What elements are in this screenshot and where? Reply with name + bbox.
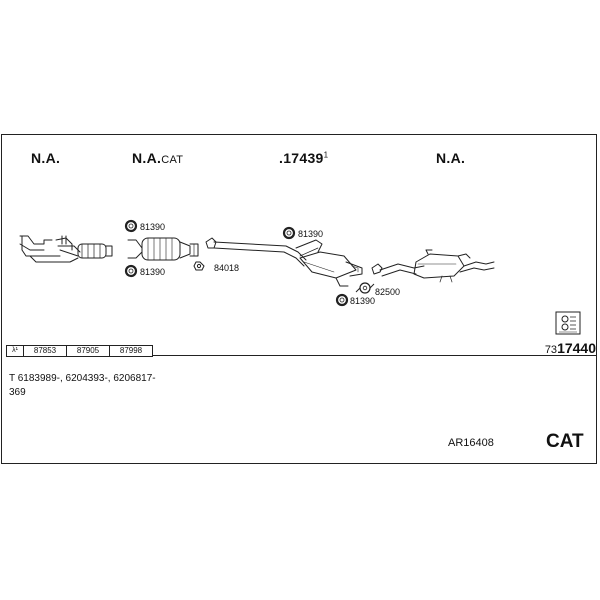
diagram-frame: [1, 134, 597, 464]
part-number-label: 81390: [140, 222, 166, 232]
rear-muffler-part: [371, 249, 495, 283]
kit-code-prefix: 73: [544, 344, 558, 356]
reference-divider: [153, 355, 596, 356]
gasket-part: [193, 261, 205, 271]
label-section-4: N.A.: [436, 150, 465, 166]
part-number-label: 81390: [298, 229, 324, 239]
part-number-label: 82500: [375, 287, 401, 297]
label-section-2: N.A.CAT: [132, 150, 183, 166]
oem-references-line-2: 369: [9, 387, 26, 398]
oem-references-line-1: T 6183989-, 6204393-, 6206817-: [9, 373, 156, 384]
label-section-1: N.A.: [31, 150, 60, 166]
label-section-2-suffix: CAT: [161, 154, 184, 166]
article-number: AR16408: [448, 437, 494, 449]
manual-icon: [555, 311, 581, 335]
part-number-label: 81390: [140, 267, 166, 277]
label-section-2-text: N.A.: [132, 150, 162, 166]
kit-code-main: 17440: [557, 340, 596, 356]
part-number-label: 84018: [214, 263, 240, 273]
clamp-ring-icon: [124, 219, 138, 233]
bracket-icon: [355, 282, 375, 294]
label-section-4-text: N.A.: [436, 150, 466, 166]
reference-number-cell: 87998: [109, 345, 153, 357]
part-number-label: 81390: [350, 296, 376, 306]
label-section-1-text: N.A.: [31, 150, 61, 166]
clamp-ring-icon: [335, 293, 349, 307]
label-section-3-text: .17439: [279, 150, 324, 166]
oem-references: T 6183989-, 6204393-, 6206817- 369: [9, 372, 179, 400]
reference-number-cell: 87905: [66, 345, 109, 357]
catalytic-converter-part: [127, 237, 199, 261]
type-code: CAT: [546, 431, 584, 452]
reference-number-cell: 87853: [23, 345, 66, 357]
lambda-cell: λ¹: [6, 345, 23, 357]
reference-table: λ¹ 87853 87905 87998: [6, 345, 153, 357]
center-pipe-part: [205, 237, 363, 287]
clamp-ring-icon: [124, 264, 138, 278]
kit-code: 7317440: [545, 340, 596, 356]
label-section-3-sup: 1: [323, 150, 329, 160]
front-pipe-part: [19, 235, 113, 263]
label-section-3: .174391: [279, 150, 328, 166]
clamp-ring-icon: [282, 226, 296, 240]
